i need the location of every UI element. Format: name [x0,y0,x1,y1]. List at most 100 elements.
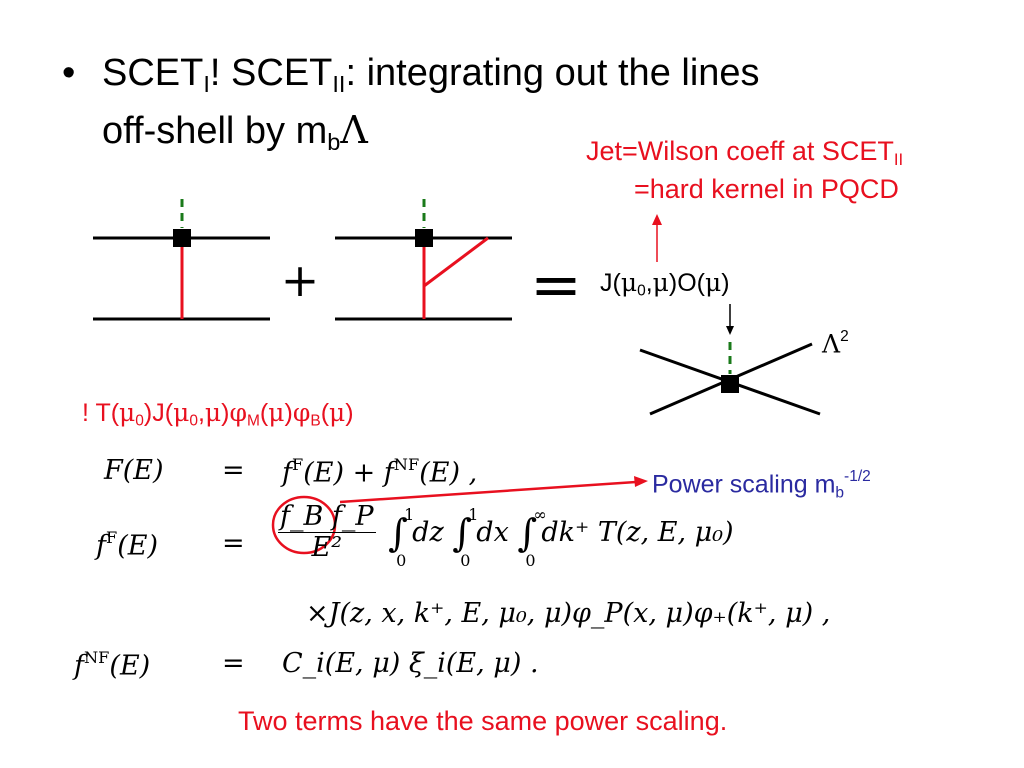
jet-arrow-head [652,214,662,225]
eq2-equals: = [222,528,245,559]
scet-sub-ii: II [332,71,346,98]
eq4-sup: NF [84,648,110,667]
bullet-title-line1: •SCETI! SCETII: integrating out the line… [62,52,760,98]
jet-note-line2: =hard kernel in PQCD [634,174,899,204]
eq4-lhs: fNF(E) [74,648,150,681]
lambda-glyph: Λ [822,329,841,359]
t-sub0-a: 0 [135,412,144,430]
scet-sub-i: I [203,71,210,98]
t-c6: ( [320,399,330,427]
eq1-sup-f: F [292,455,304,474]
eq4-f: f [74,650,84,682]
down-arrow-head [726,326,734,335]
t-c4: ( [259,399,269,427]
int-k-lo: 0 [525,550,536,570]
scet2-text: SCET [231,52,333,94]
lambda-sup: 2 [840,328,849,345]
jet-note-sub: II [893,150,904,170]
factorization-line: ! T(μ0)J(μ0,μ)φM(μ)φB(μ) [82,398,354,431]
eq2-dx: dx [476,517,509,548]
power-sub: b [835,484,845,502]
jo-sub0: 0 [637,282,646,300]
integral-k: ∫∞0 [517,504,547,570]
effective-vertex [639,342,821,416]
jo-mu3: μ [705,268,722,297]
eq4-equals: = [222,648,245,679]
diagram-tree [93,199,270,321]
eq1-end: (E) , [419,457,478,489]
eq2-f: f [96,530,106,562]
eq2-dk: dk⁺ T(z, E, μ₀) [541,517,734,548]
scet-text: SCET [102,52,204,94]
eq2-num: f_B f_P [278,501,376,533]
int-z-hi: 1 [404,504,415,524]
t-subB: B [310,412,321,430]
jo-mu1: μ [620,268,638,297]
equals-sign: = [530,248,582,321]
eq4-e: (E) [109,650,151,682]
eq2-lhs: fF(E) [96,528,158,561]
t-c5: ) [284,399,293,427]
equation-row-4: fNF(E) = C_i(E, μ) ξ_i(E, μ) . [0,648,1024,692]
t-subM: M [247,412,260,430]
vertex-box [721,375,739,393]
t-mu4: μ [268,398,285,427]
mb-sub: b [327,129,341,156]
t-mu5: μ [329,398,346,427]
t-c7: ) [345,399,354,427]
eq1-equals: = [222,455,245,486]
bullet-title-line2: off-shell by mbΛ [102,108,368,156]
diagram2-vertex [415,229,433,247]
eq2-sup: F [106,528,118,547]
bullet-dot: • [62,52,76,94]
lambda-squared: Λ2 [822,328,849,360]
t-phi2: φ [292,398,311,427]
eq1-sup-nf: NF [393,455,420,474]
power-scaling-label: Power scaling mb-1/2 [652,468,871,502]
eq2-den: E² [311,532,343,563]
diagram-correction [335,199,512,321]
fb-circle [271,495,337,555]
int-x-lo: 0 [460,550,471,570]
jo-comma: , [645,269,653,297]
int-z-lo: 0 [396,550,407,570]
diagram2-gluon-branch [423,236,489,288]
eq1-rhs: fF(E) + fNF(E) , [282,455,477,488]
eq1-mid: (E) + f [303,457,394,489]
power-arrow-head [634,476,648,487]
power-sup: -1/2 [844,468,871,485]
diagram1-vertex [173,229,191,247]
t-c1: )J( [143,399,174,427]
jo-pre: J( [600,269,621,297]
int-x-hi: 1 [468,504,479,524]
t-mu2: μ [173,398,190,427]
t-mu1: μ [119,398,136,427]
power-pre: Power scaling m [652,470,836,499]
title-rest: : integrating out the lines [345,52,760,94]
arrow-glyph: ! [209,52,232,94]
jo-close: ) [721,269,730,297]
eq2-dz: dz [412,517,444,548]
jo-label: J(μ0,μ)O(μ) [600,268,730,301]
t-sub0-b: 0 [189,412,198,430]
eq1-f: f [282,457,292,489]
offshell-text: off-shell by m [102,110,328,152]
bottom-note: Two terms have the same power scaling. [238,706,728,736]
jo-end: )O( [668,269,706,297]
jo-mu2: μ [652,268,669,297]
t-pre: ! T( [82,399,120,427]
lambda-symbol: Λ [340,108,368,152]
jet-note-text: Jet=Wilson coeff at SCET [586,136,894,166]
jet-note-line1: Jet=Wilson coeff at SCETII [586,136,903,170]
t-phi1: φ [229,398,247,427]
equation-row-3: ×J(z, x, k⁺, E, μ₀, μ)φ_P(x, μ)φ₊(k⁺, μ)… [306,598,831,629]
plus-sign: + [281,253,320,307]
t-mu3: μ [204,398,222,427]
eq4-rhs: C_i(E, μ) ξ_i(E, μ) . [282,648,539,679]
